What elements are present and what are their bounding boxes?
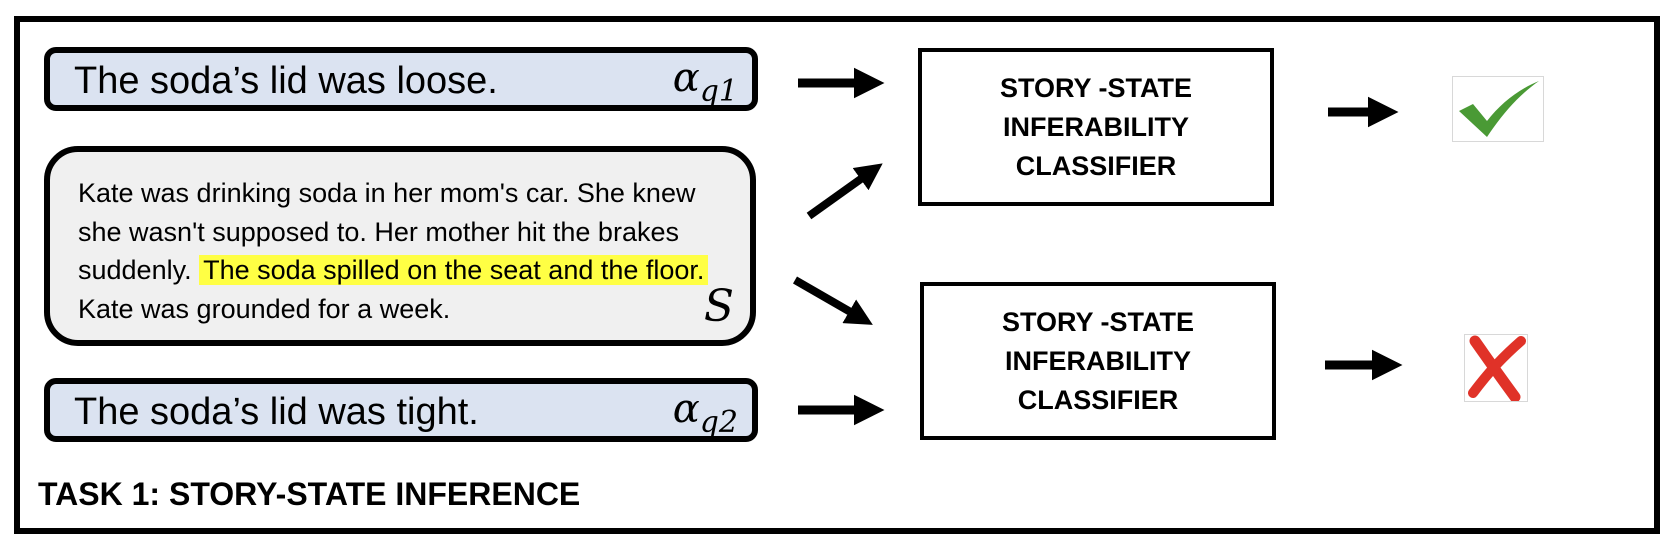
hypothesis-bottom-text: The soda’s lid was tight.: [74, 391, 479, 433]
checkmark-icon: [1459, 81, 1539, 137]
story-symbol: S: [703, 281, 734, 332]
task-label: TASK 1: STORY-STATE INFERENCE: [38, 476, 581, 512]
hypothesis-bottom-symbol: αq2: [673, 386, 738, 446]
story-highlight: The soda spilled on the seat and the flo…: [199, 255, 709, 285]
hypothesis-top-box: The soda’s lid was loose. αq1: [44, 47, 758, 111]
hypothesis-bottom-box: The soda’s lid was tight. αq2: [44, 378, 758, 442]
hypothesis-top-symbol: αq1: [673, 55, 738, 115]
story-box: Kate was drinking soda in her mom's car.…: [44, 146, 756, 346]
classifier-bottom-box: STORY -STATE INFERABILITY CLASSIFIER: [920, 282, 1276, 440]
arrow-story-to-classifier-bottom: [793, 276, 873, 325]
hypothesis-top-subscript: q1: [699, 74, 738, 109]
result-top: [1452, 76, 1544, 142]
result-bottom: [1464, 334, 1528, 403]
arrow-story-to-classifier-top: [806, 163, 883, 220]
cross-icon: [1468, 335, 1526, 403]
hypothesis-bottom-subscript: q2: [699, 405, 738, 440]
classifier-bottom-label: STORY -STATE INFERABILITY CLASSIFIER: [1001, 306, 1195, 415]
hypothesis-top-symbol-alpha: α: [672, 55, 700, 101]
story-text-after: Kate was grounded for a week.: [78, 293, 451, 324]
story-text-before: Kate was drinking soda in her mom's car.…: [78, 178, 696, 285]
story-text: Kate was drinking soda in her mom's car.…: [78, 174, 738, 328]
hypothesis-bottom-symbol-alpha: α: [672, 386, 700, 432]
classifier-top-label: STORY -STATE INFERABILITY CLASSIFIER: [999, 72, 1193, 181]
classifier-top-box: STORY -STATE INFERABILITY CLASSIFIER: [918, 48, 1274, 206]
hypothesis-top-text: The soda’s lid was loose.: [74, 60, 498, 102]
